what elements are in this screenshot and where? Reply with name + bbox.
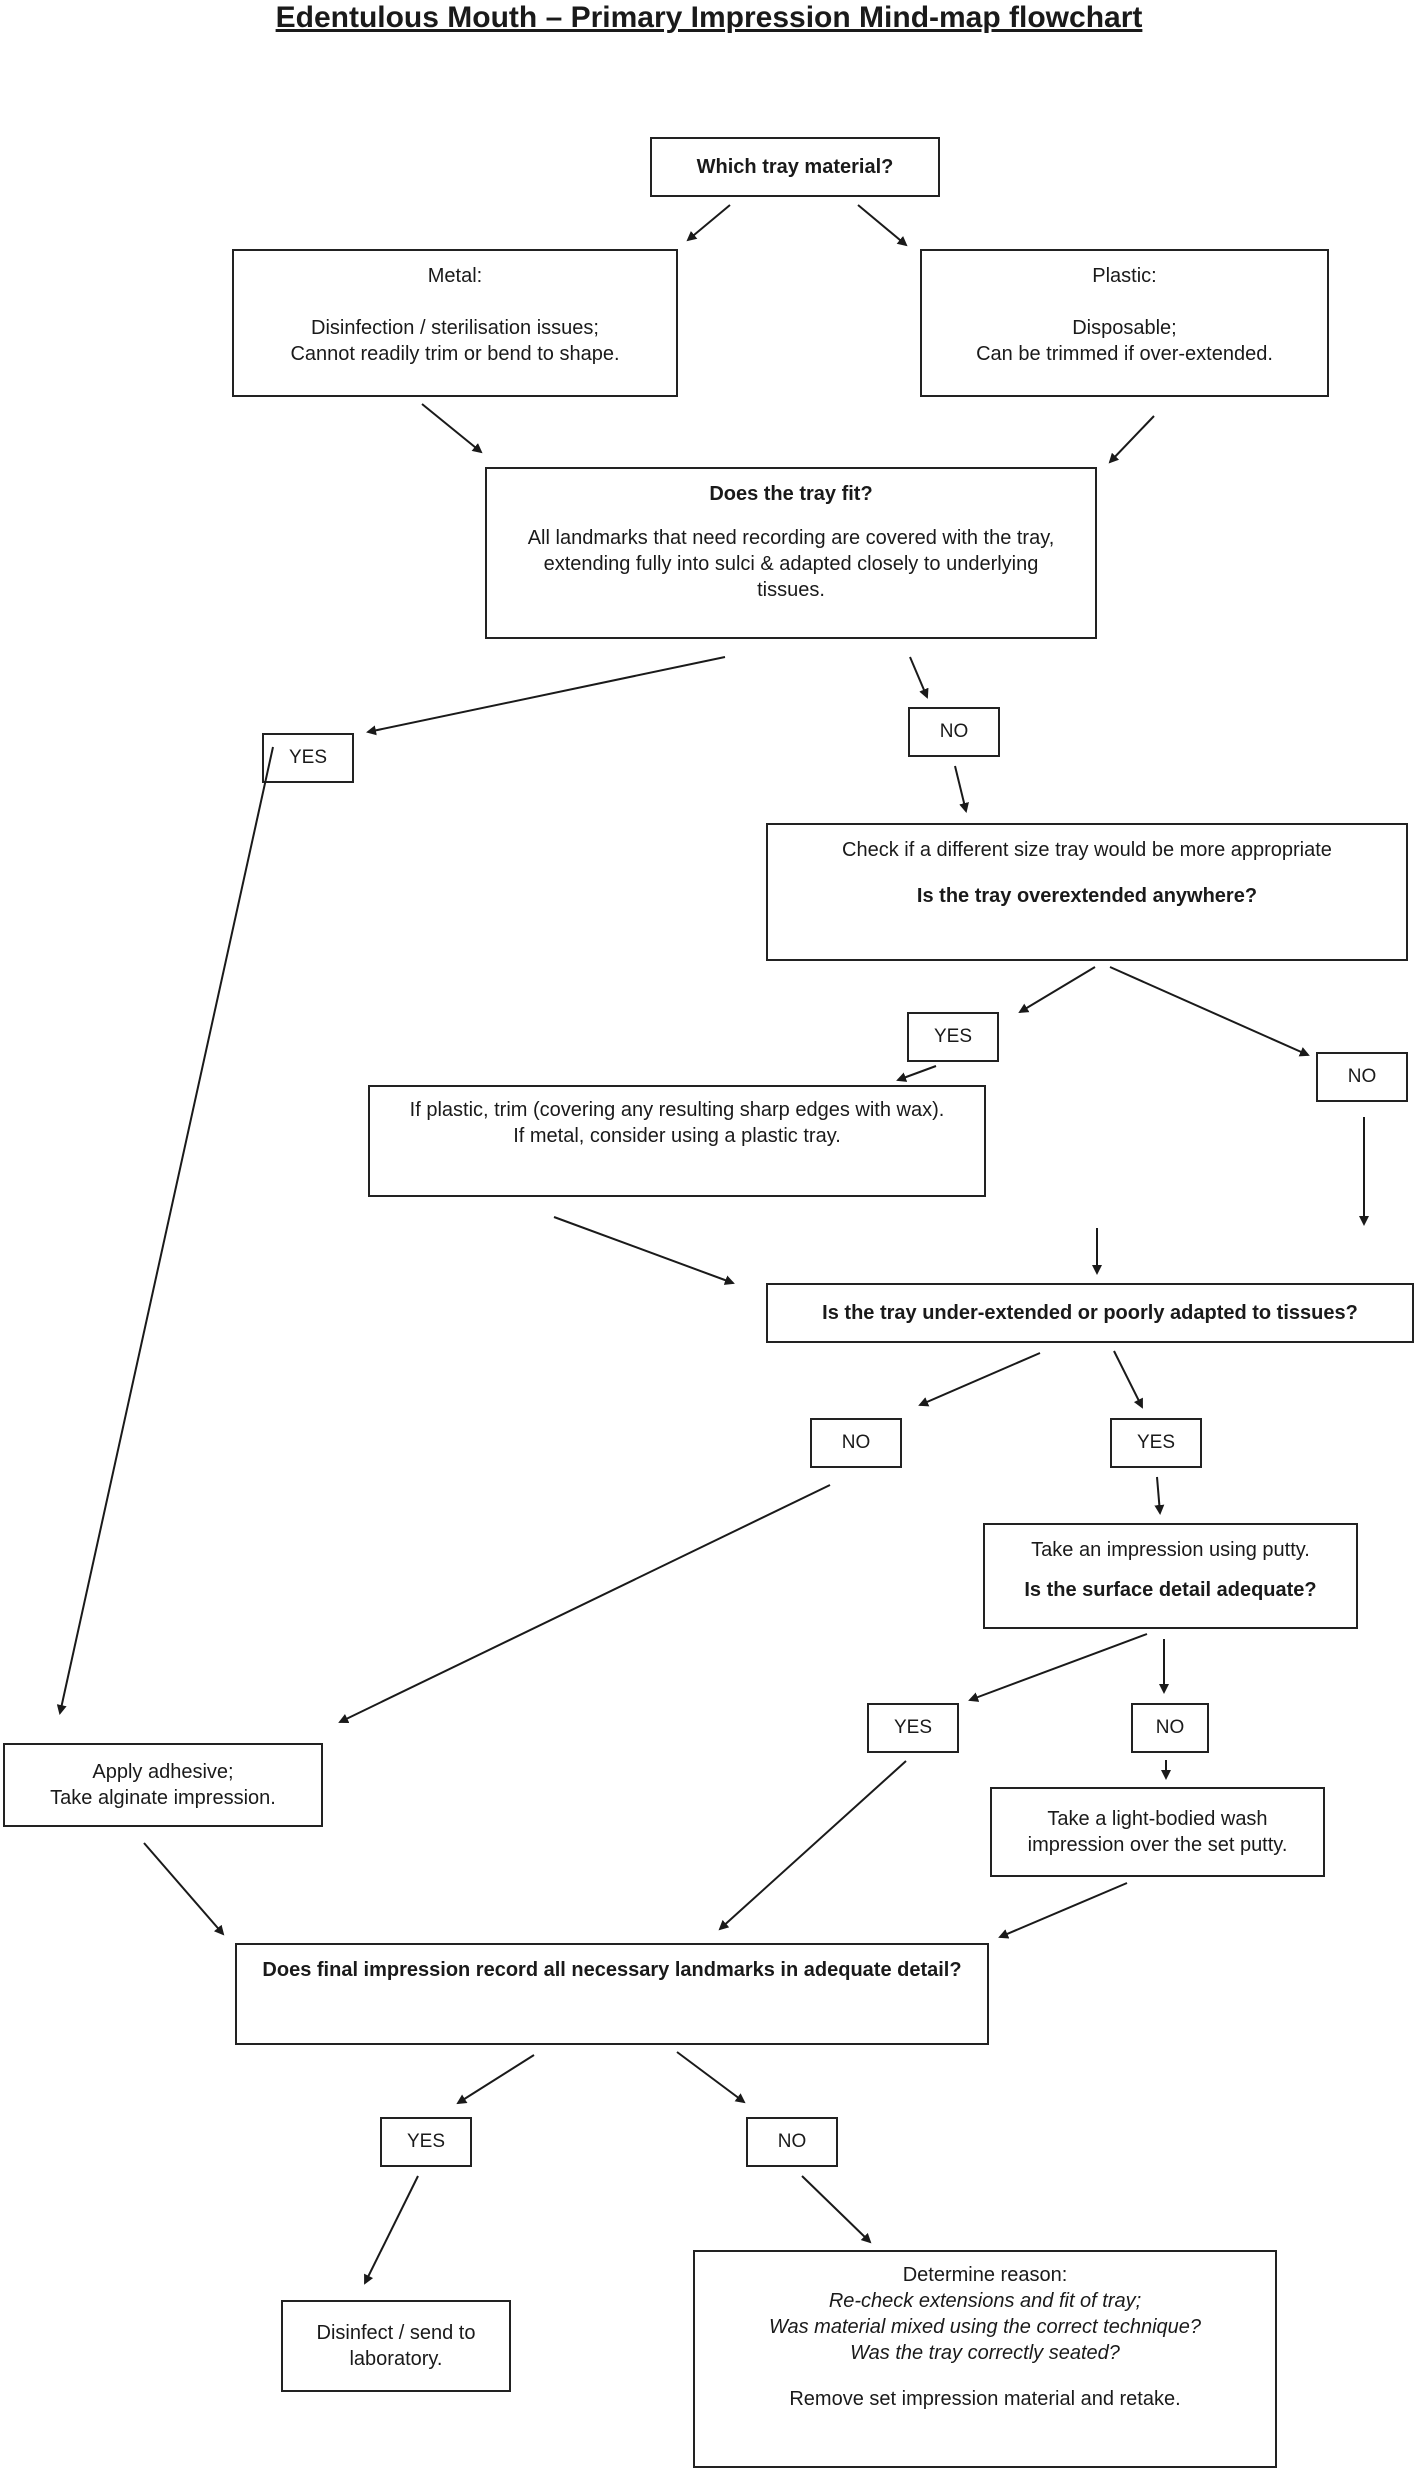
overextended-question: Is the tray overextended anywhere? (916, 885, 1258, 907)
label-yes-final: YES (380, 2117, 472, 2167)
arrow-no-to-reason (801, 2175, 872, 2244)
node-check-size: Check if a different size tray would be … (766, 823, 1408, 961)
metal-heading: Metal: (427, 265, 483, 287)
label-yes-overextended: YES (907, 1012, 999, 1062)
reason-heading: Determine reason: (902, 2264, 1068, 2286)
node-wash: Take a light-bodied wash impression over… (990, 1787, 1325, 1877)
label-yes-under-extended: YES (1110, 1418, 1202, 1468)
label-no-final: NO (746, 2117, 838, 2167)
reason-question-1: Re-check extensions and fit of tray; (828, 2290, 1142, 2312)
under-extended-question: Is the tray under-extended or poorly ada… (822, 1302, 1358, 1324)
arrow-trim-to-under (553, 1216, 735, 1285)
arrow-wash-to-final (998, 1882, 1128, 1939)
arrow-under-to-no (918, 1352, 1041, 1407)
reason-question-3: Was the tray correctly seated? (850, 2342, 1120, 2364)
arrow-fit-to-yes (366, 656, 726, 736)
adhesive-line-2: Take alginate impression. (50, 1787, 276, 1809)
wash-text: Take a light-bodied wash impression over… (1027, 1808, 1288, 1856)
label-no-under-extended: NO (810, 1418, 902, 1468)
arrow-yes-to-trim (896, 1065, 937, 1082)
arrow-yes-surface-to-final (718, 1760, 907, 1931)
arrow-yes-direct-to-adhesive (56, 746, 274, 1715)
tray-material-question: Which tray material? (696, 156, 894, 178)
metal-line-2: Cannot readily trim or bend to shape. (290, 343, 620, 365)
disinfect-text: Disinfect / send to laboratory. (316, 2322, 476, 2370)
arrow-yes-to-disinfect (364, 2175, 419, 2285)
arrow-under-to-yes (1113, 1350, 1143, 1409)
metal-line-1: Disinfection / sterilisation issues; (311, 317, 599, 339)
node-adhesive: Apply adhesive; Take alginate impression… (3, 1743, 323, 1827)
arrow-putty-to-yes (968, 1633, 1148, 1702)
label-no-surface-detail: NO (1131, 1703, 1209, 1753)
trim-line-2: If metal, consider using a plastic tray. (513, 1125, 841, 1147)
adhesive-line-1: Apply adhesive; (92, 1761, 234, 1783)
label-no-tray-fit: NO (908, 707, 1000, 757)
arrow-material-to-metal (686, 204, 731, 242)
page-title: Edentulous Mouth – Primary Impression Mi… (275, 1, 1143, 34)
putty-line: Take an impression using putty. (1031, 1539, 1310, 1561)
surface-detail-question: Is the surface detail adequate? (1024, 1579, 1317, 1601)
arrow-yes-to-putty (1154, 1476, 1165, 1515)
label-yes-tray-fits: YES (262, 733, 354, 783)
node-plastic: Plastic: Disposable; Can be trimmed if o… (920, 249, 1329, 397)
node-determine-reason: Determine reason: Re-check extensions an… (693, 2250, 1277, 2468)
trim-line-1: If plastic, trim (covering any resulting… (409, 1099, 945, 1121)
node-tray-fit: Does the tray fit? All landmarks that ne… (485, 467, 1097, 639)
plastic-heading: Plastic: (1092, 265, 1157, 287)
arrow-no-under-to-adhesive (338, 1484, 831, 1724)
arrow-check-to-no (1109, 966, 1310, 1057)
final-check-question: Does final impression record all necessa… (262, 1959, 962, 1981)
arrow-final-to-no (676, 2051, 746, 2104)
arrow-check-to-yes (1018, 966, 1096, 1014)
arrow-final-to-yes (456, 2054, 535, 2105)
label-no-not-overextended: NO (1316, 1052, 1408, 1102)
check-size-line: Check if a different size tray would be … (842, 839, 1332, 861)
plastic-line-2: Can be trimmed if over-extended. (976, 343, 1273, 365)
node-putty: Take an impression using putty. Is the s… (983, 1523, 1358, 1629)
reason-question-2: Was material mixed using the correct tec… (768, 2316, 1202, 2338)
reason-action: Remove set impression material and retak… (789, 2388, 1181, 2410)
arrow-adhesive-to-final (143, 1842, 225, 1936)
node-tray-material: Which tray material? (650, 137, 940, 197)
plastic-line-1: Disposable; (1072, 317, 1177, 339)
arrow-fit-to-no (909, 656, 929, 699)
node-trim: If plastic, trim (covering any resulting… (368, 1085, 986, 1197)
arrow-material-to-plastic (857, 204, 908, 247)
node-disinfect: Disinfect / send to laboratory. (281, 2300, 511, 2392)
node-metal: Metal: Disinfection / sterilisation issu… (232, 249, 678, 397)
tray-fit-detail: All landmarks that need recording are co… (527, 527, 1055, 601)
arrow-no-to-check-size (954, 765, 969, 813)
node-under-extended: Is the tray under-extended or poorly ada… (766, 1283, 1414, 1343)
tray-fit-question: Does the tray fit? (709, 483, 873, 505)
label-yes-surface-detail: YES (867, 1703, 959, 1753)
node-final-check: Does final impression record all necessa… (235, 1943, 989, 2045)
arrow-plastic-to-fit (1108, 415, 1155, 464)
arrow-metal-to-fit (421, 403, 483, 454)
